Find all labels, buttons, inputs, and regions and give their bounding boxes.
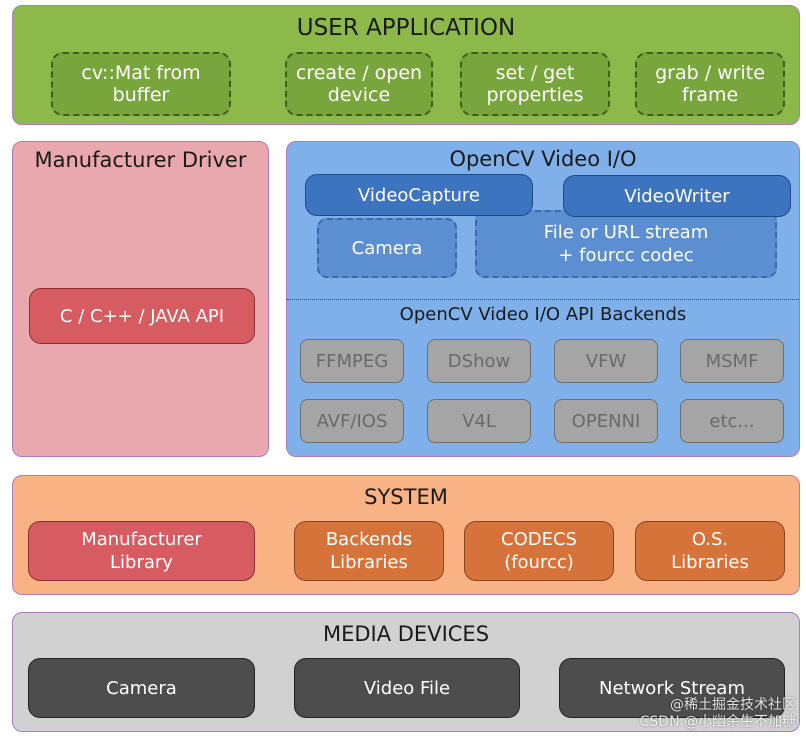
backends-libraries-line1: Backends	[325, 529, 413, 550]
grab-write-frame-line2: frame	[681, 84, 739, 106]
media-network-stream-box: Network Stream	[559, 658, 785, 718]
backends-title: OpenCV Video I/O API Backends	[399, 304, 687, 325]
create-open-device-line1: create / open	[295, 62, 423, 84]
manufacturer-driver-layer: Manufacturer Driver C / C++ / JAVA API	[12, 141, 269, 457]
backends-divider	[287, 299, 799, 300]
grab-write-frame-line1: grab / write	[655, 62, 765, 84]
mat-from-buffer-line2: buffer	[112, 84, 170, 106]
watermark: @稀土掘金技术社区 CSDN @小幽余生不加糖	[640, 697, 796, 731]
manufacturer-api-box: C / C++ / JAVA API	[29, 288, 255, 344]
create-open-device-line2: device	[327, 84, 391, 106]
backend-vfw: VFW	[554, 339, 658, 383]
os-libraries-line2: Libraries	[671, 552, 749, 573]
opencv-video-io-title: OpenCV Video I/O	[449, 147, 637, 171]
watermark-line2: CSDN @小幽余生不加糖	[639, 714, 796, 730]
fourcc-codec-line2: + fourcc codec	[558, 245, 694, 266]
backend-openni: OPENNI	[554, 399, 658, 443]
file-url-stream-line1: File or URL stream	[543, 222, 709, 243]
media-camera-box: Camera	[28, 658, 255, 718]
video-writer-box: VideoWriter	[563, 175, 791, 217]
manufacturer-driver-title: Manufacturer Driver	[34, 148, 247, 172]
user-application-title: USER APPLICATION	[296, 15, 516, 41]
os-libraries-box: O.S.Libraries	[635, 521, 785, 581]
backend-msmf: MSMF	[680, 339, 784, 383]
manufacturer-library-line1: Manufacturer	[81, 529, 202, 550]
media-video-file-box: Video File	[294, 658, 520, 718]
backends-libraries-line2: Libraries	[330, 552, 408, 573]
backend-ffmpeg: FFMPEG	[300, 339, 404, 383]
set-get-properties-line2: properties	[486, 84, 584, 106]
watermark-line1: @稀土掘金技术社区	[670, 697, 796, 713]
backend-dshow: DShow	[427, 339, 531, 383]
codecs-fourcc-box: CODECS(fourcc)	[464, 521, 614, 581]
fourcc-line2: (fourcc)	[504, 552, 574, 573]
system-title: SYSTEM	[364, 485, 448, 509]
set-get-properties-line1: set / get	[495, 62, 575, 84]
backend-avf-ios: AVF/IOS	[300, 399, 404, 443]
codecs-line1: CODECS	[501, 529, 577, 550]
media-devices-title: MEDIA DEVICES	[322, 622, 490, 646]
backend-v4l: V4L	[427, 399, 531, 443]
video-capture-box: VideoCapture	[305, 174, 533, 216]
media-devices-layer: MEDIA DEVICES Camera Video File Network …	[12, 612, 800, 732]
os-line1: O.S.	[691, 529, 729, 550]
backend-etc: etc...	[680, 399, 784, 443]
file-url-stream-subbox: File or URL stream+ fourcc codec	[475, 210, 777, 278]
manufacturer-library-line2: Library	[110, 552, 173, 573]
opencv-video-io-layer: OpenCV Video I/O Camera File or URL stre…	[286, 141, 800, 457]
mat-from-buffer-line1: cv::Mat from	[81, 62, 201, 84]
camera-subbox: Camera	[317, 218, 457, 278]
